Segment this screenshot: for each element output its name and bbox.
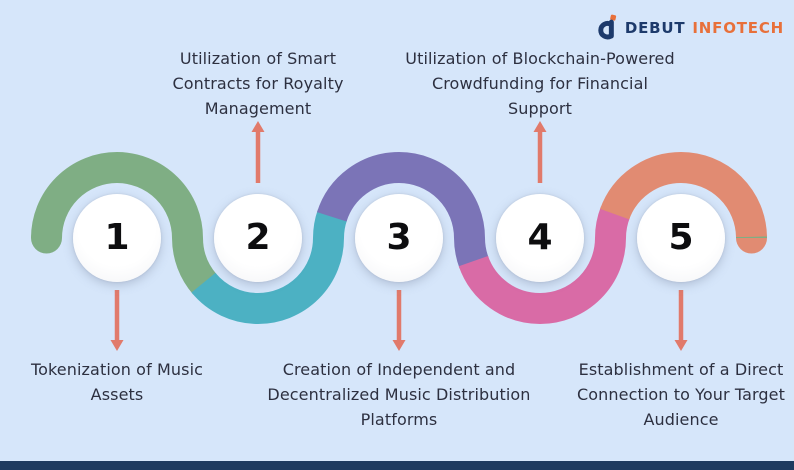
step-label-3: Creation of Independent and Decentralize… (267, 360, 531, 429)
step-circle-5: 5 (637, 194, 725, 282)
step-number: 2 (245, 217, 271, 258)
step-circle-4: 4 (496, 194, 584, 282)
arrow-down-step-5 (674, 290, 688, 351)
wave-segment-3 (31, 152, 767, 324)
step-label-5: Establishment of a Direct Connection to … (576, 360, 785, 429)
arrow-up-step-2 (251, 121, 265, 183)
step-circle-2: 2 (214, 194, 302, 282)
step-number: 1 (104, 217, 130, 258)
wave-segment-1 (31, 152, 767, 324)
bottom-accent-bar (0, 461, 794, 470)
arrow-down-step-3 (392, 290, 406, 351)
step-label-2: Utilization of Smart Contracts for Royal… (172, 49, 344, 118)
step-number: 4 (527, 217, 553, 258)
step-number: 3 (386, 217, 412, 258)
brand-name-infotech: INFOTECH (692, 18, 784, 37)
debut-d-icon (598, 14, 616, 40)
brand-name-debut: DEBUT (624, 18, 686, 37)
step-number: 5 (668, 217, 694, 258)
arrow-up-step-4 (533, 121, 547, 183)
step-circle-3: 3 (355, 194, 443, 282)
brand-logo: DEBUT INFOTECH (592, 14, 784, 41)
step-label-1: Tokenization of Music Assets (30, 360, 204, 404)
step-label-4: Utilization of Blockchain-Powered Crowdf… (405, 49, 675, 118)
arrows (110, 121, 688, 351)
arrow-down-step-1 (110, 290, 124, 351)
wave-segment-5 (31, 152, 767, 324)
step-circle-1: 1 (73, 194, 161, 282)
